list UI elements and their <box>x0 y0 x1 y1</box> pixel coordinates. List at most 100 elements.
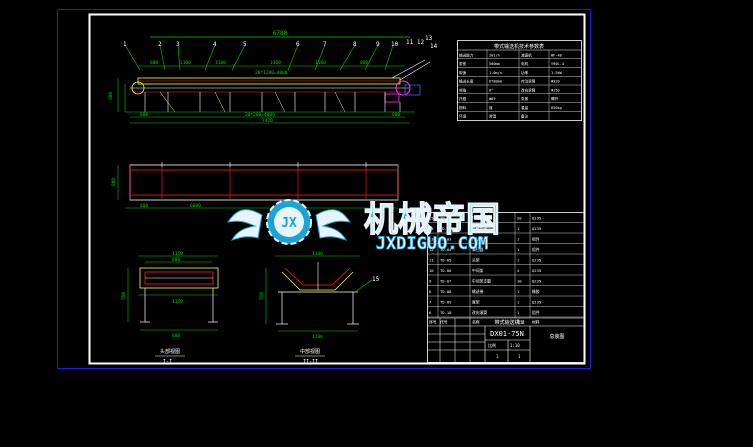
elev-dim-top-4: 1100 <box>270 60 281 66</box>
parts-cell: 8 <box>429 289 432 294</box>
parts-cell: TD-09 <box>440 300 452 305</box>
section-right-balloon-15: 15 <box>372 276 380 283</box>
parts-cell: 清扫器 <box>472 247 484 252</box>
section-left-label: I-I <box>163 359 172 365</box>
elev-height-left: 300 <box>108 92 114 100</box>
parts-cell: Q235 <box>532 300 541 305</box>
parts-cell: Q235 <box>532 268 541 273</box>
spec-cell: 备注 <box>521 114 529 119</box>
spec-cell: 带速 <box>459 70 467 75</box>
product-name: 带式输送机 <box>494 319 519 326</box>
parts-cell: 10 <box>517 279 522 284</box>
parts-cell: 1 <box>517 258 520 263</box>
parts-cell: Q235 <box>532 279 541 284</box>
section-left-height: 750 <box>121 292 127 300</box>
scale-value: 1:10 <box>510 343 520 348</box>
parts-cell: 10 <box>429 268 434 273</box>
parts-cell: 尾架 <box>472 300 480 305</box>
spec-cell: 850kg <box>551 106 562 110</box>
section-left-caption: 头部视图 <box>160 348 180 355</box>
parts-cell: 1 <box>517 247 520 252</box>
parts-cell: Q235 <box>532 226 541 231</box>
parts-cell: 6 <box>429 310 432 315</box>
balloon-14: 14 <box>430 43 438 50</box>
spec-cell: 张紧 <box>521 96 529 101</box>
parts-header-cell: 序号 <box>429 320 437 325</box>
elev-bottom-span: 20*200=4000 <box>245 112 275 118</box>
spec-cell: 1.0m/s <box>489 71 502 75</box>
balloon-7: 7 <box>323 41 327 48</box>
spec-cell: 倾角 <box>459 87 467 92</box>
elev-dim-top-5: 1100 <box>315 60 326 66</box>
balloon-10: 10 <box>391 41 399 48</box>
balloon-6: 6 <box>296 41 300 48</box>
head-pulley <box>395 80 411 96</box>
spec-cell: Y90L-4 <box>551 62 564 66</box>
title-block: DX01-75N 总装图 带式输送机 比例 1:10 1 1 <box>427 317 584 362</box>
parts-header-cell: 材料 <box>532 320 540 325</box>
parts-cell: 1 <box>517 237 520 242</box>
parts-header-cell: 名称 <box>472 320 480 325</box>
plan-dim-bottom-2: 6080 <box>190 203 201 209</box>
balloon-9: 9 <box>376 41 380 48</box>
elev-dim-top-1: 800 <box>150 60 158 66</box>
spec-cell: 托辊 <box>459 96 467 101</box>
outer-border <box>57 9 591 369</box>
parts-cell: 改向滚筒 <box>472 310 487 315</box>
spec-cell: 改向滚筒 <box>521 87 536 92</box>
parts-cell: 14 <box>429 226 434 231</box>
elevation-overall-length: 6780 <box>273 30 288 37</box>
section-left-mid-dim: 1150 <box>172 299 183 305</box>
spec-cell: 功率 <box>521 70 529 75</box>
parts-cell: TD-05 <box>440 258 451 263</box>
parts-cell: 15 <box>429 216 434 221</box>
parts-cell: TD-01 <box>440 216 452 221</box>
spec-cell: 20t/h <box>489 53 500 57</box>
sheet-count: 1 <box>518 354 521 359</box>
spec-cell: 500mm <box>489 62 500 66</box>
parts-cell: 中间架支腿 <box>472 279 491 284</box>
section-right-bottom-dim: 1200 <box>312 334 323 340</box>
parts-cell: 组件 <box>532 247 540 252</box>
sheet-frame <box>88 13 586 365</box>
balloon-8: 8 <box>353 41 357 48</box>
section-right-top-dim: 1140 <box>312 251 323 257</box>
section-right-label: II-II <box>303 359 318 365</box>
watermark: JX 机械帝国 JXDIGUO.COM <box>226 199 501 254</box>
balloon-3: 3 <box>176 41 180 48</box>
watermark-badge: JX <box>281 216 297 231</box>
parts-cell: 11 <box>429 258 434 263</box>
spec-cell: 常温 <box>489 114 497 119</box>
parts-cell: TD-04 <box>440 247 452 252</box>
section-right-view: 1140 15 750 1200 中部视图 II-II <box>259 251 380 365</box>
plan-width: 800 <box>111 178 117 186</box>
parts-cell: TD-08 <box>440 289 452 294</box>
parts-cell: TD-10 <box>440 310 452 315</box>
parts-cell: TD-02 <box>440 226 451 231</box>
elev-dim-bottom-2: 800 <box>392 112 400 118</box>
spec-cell: 1.5kW <box>551 71 563 75</box>
elev-mid-span: 20*1200=4000 <box>255 70 288 76</box>
parts-cell: 13 <box>429 237 434 242</box>
parts-cell: 4 <box>517 268 520 273</box>
parts-cell: Q235 <box>532 258 541 263</box>
spec-cell: 减速机 <box>521 52 532 57</box>
parts-cell: Q235 <box>532 216 541 221</box>
spec-table-title: 带式输送机技术参数表 <box>494 43 544 50</box>
balloon-2: 2 <box>158 41 162 48</box>
spec-cell: 煤 <box>489 105 493 110</box>
right-wing-icon <box>315 209 352 241</box>
spec-cell: 螺杆 <box>551 96 559 101</box>
spec-cell: 输送能力 <box>459 52 474 57</box>
spec-cell: Φ250 <box>551 88 560 92</box>
spec-cell: 重量 <box>521 105 529 110</box>
parts-cell: 组件 <box>532 237 540 242</box>
title-block-company: 总装图 <box>549 333 564 340</box>
elev-dim-bottom-1: 800 <box>140 112 148 118</box>
plan-dim-bottom-1: 800 <box>140 203 148 209</box>
parts-cell: 中间架 <box>472 268 484 273</box>
parts-cell: 输送带 <box>472 289 484 294</box>
parts-cell: 1 <box>517 226 520 231</box>
